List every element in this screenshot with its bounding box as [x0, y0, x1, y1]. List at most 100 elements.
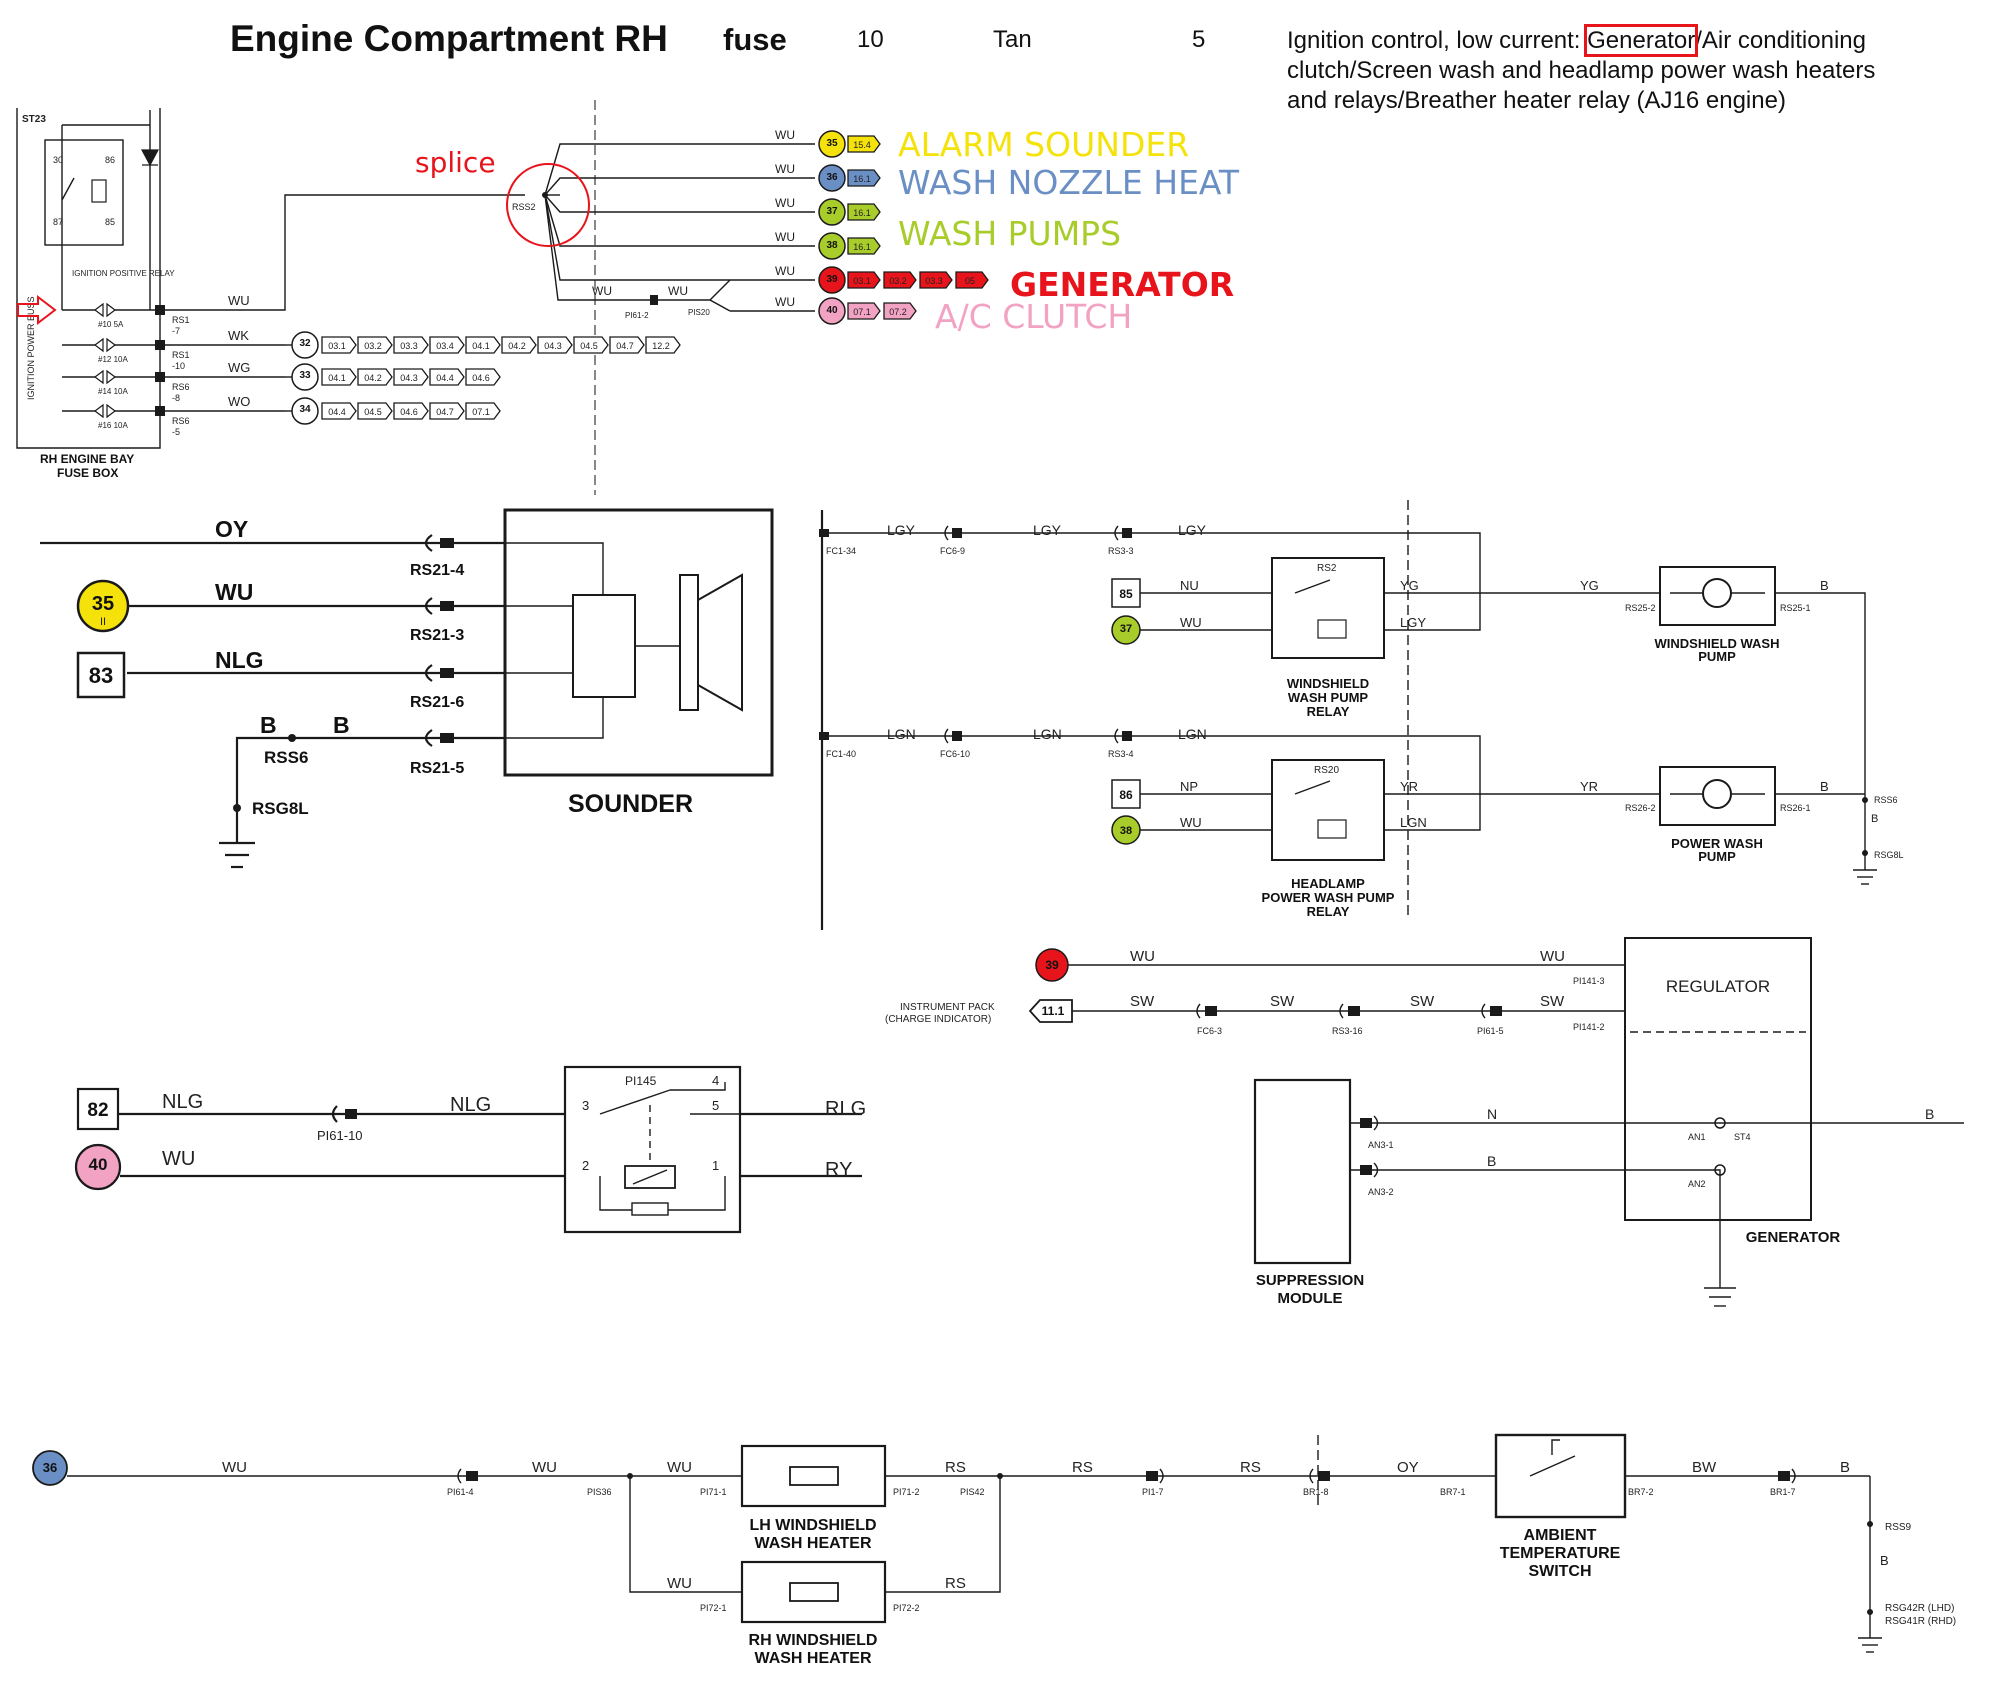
heat-wu-3: WU: [667, 1459, 692, 1476]
branch-wire-label: WU: [775, 264, 795, 278]
suppression-module-box: [1253, 1078, 1352, 1265]
wash-pump-section: LGY LGY LGY LGN LGN LGN FC1-34 FC6-9 RS3…: [819, 500, 1904, 930]
rsg42r-label: RSG42R (LHD): [1885, 1603, 1954, 1614]
splice-annotation: splice: [415, 146, 496, 179]
page-ref-tag: [537, 336, 573, 354]
heater-element-icon: [789, 1582, 839, 1602]
pi1-7-label: PI1-7: [1142, 1487, 1164, 1497]
branch-circle-label: 35: [826, 138, 838, 149]
page-ref-label: 04.1: [328, 373, 346, 383]
relay1-title-3: RELAY: [1307, 704, 1350, 719]
page-ref-tag: [501, 336, 537, 354]
rsg41r-label: RSG41R (RHD): [1885, 1616, 1956, 1627]
desc-line2: clutch/Screen wash and headlamp power wa…: [1287, 57, 1876, 84]
fuse-icon: [94, 403, 116, 419]
fc6-9-label: FC6-9: [940, 546, 965, 556]
page-ref-label: 03.3: [925, 276, 943, 286]
input-box-85: [1111, 578, 1141, 608]
relay2-lgn: LGN: [1400, 815, 1427, 830]
input-box-86-label: 86: [1119, 788, 1133, 802]
rh-heater-label-2: WASH HEATER: [754, 1650, 871, 1667]
fusebox-label-line2: FUSE BOX: [57, 466, 118, 480]
input-circle-40: [74, 1143, 122, 1191]
page-ref-label: 04.2: [364, 373, 382, 383]
relay-coil-icon: [91, 179, 107, 203]
lh-heater-label-2: WASH HEATER: [754, 1535, 871, 1552]
page-ref-label: 16.1: [853, 208, 871, 218]
ac-pin-2: 2: [582, 1158, 589, 1173]
page-ref-tag: [465, 336, 501, 354]
generator-box: [1624, 937, 1812, 1221]
fc6-10-label: FC6-10: [940, 749, 970, 759]
wire-oy: OY: [215, 516, 248, 542]
lgn-2: LGN: [1033, 726, 1062, 742]
switch-label-3: SWITCH: [1528, 1563, 1591, 1580]
fuse-connector-pin: -7: [172, 326, 180, 336]
rs25-1-label: RS25-1: [1780, 603, 1811, 613]
heat-rs-1: RS: [945, 1459, 966, 1476]
wu-ac: WU: [162, 1148, 195, 1170]
page-ref-label: 05: [965, 276, 975, 286]
input-circle-38-label: 38: [1120, 825, 1132, 837]
sounder-section: OY WU NLG B B RSS6 RSG8L RS21-4 RS21-3 R…: [40, 508, 774, 869]
annotations: splice ALARM SOUNDER WASH NOZZLE HEAT WA…: [415, 125, 1240, 336]
page-ref-label: 04.3: [400, 373, 418, 383]
page-ref-tag: [609, 336, 645, 354]
diode-icon: [141, 149, 159, 167]
relay2-wu: WU: [1180, 815, 1202, 830]
br1-7-label: BR1-7: [1770, 1487, 1796, 1497]
st4-label: ST4: [1734, 1132, 1751, 1142]
windshield-wash-pump-box: [1659, 566, 1776, 626]
branch-circle-label: 39: [826, 274, 838, 285]
b-label-right: B: [1925, 1106, 1934, 1122]
instrument-ref-label: 11.1: [1042, 1004, 1065, 1018]
pi-wire-label: WU: [668, 284, 688, 298]
wire-wu: WU: [215, 579, 253, 605]
rh-heater-label-1: RH WINDSHIELD: [749, 1632, 878, 1649]
page-ref-tag: [429, 368, 465, 386]
page-ref-label: 07.1: [853, 307, 871, 317]
pi61-2-label: PI61-2: [625, 311, 649, 320]
page-ref-label: 12.2: [652, 341, 670, 351]
fuse-icon: [94, 302, 116, 318]
ground-icon: [1704, 1283, 1736, 1307]
lgn-wire: [822, 735, 1481, 831]
page-ref-tag: [465, 402, 501, 420]
page-ref-tag: [847, 135, 881, 153]
relay-pin-85: 85: [105, 217, 115, 227]
pis20-label: PIS20: [688, 308, 710, 317]
rss6-splice-dot: [288, 734, 296, 742]
rs26-2-label: RS26-2: [1625, 803, 1656, 813]
pi61-5-label: PI61-5: [1477, 1026, 1504, 1036]
page-ref-label: 07.1: [472, 407, 490, 417]
pi61-10-label: PI61-10: [317, 1128, 363, 1143]
speaker-cone-icon: [697, 573, 743, 712]
pis42-label: PIS42: [960, 1487, 985, 1497]
fuse-rating-label: #14 10A: [98, 387, 128, 396]
sounder-body: [572, 594, 636, 698]
desc-line3: and relays/Breather heater relay (AJ16 e…: [1287, 87, 1786, 114]
lh-heater-label-1: LH WINDSHIELD: [749, 1517, 876, 1534]
page-ref-tag: [847, 271, 881, 289]
heat-rs-2: RS: [1072, 1459, 1093, 1476]
relay1-title-1: WINDSHIELD: [1287, 676, 1369, 691]
page-ref-label: 03.4: [436, 341, 454, 351]
page-title: Engine Compartment RH: [230, 18, 668, 59]
page-ref-tag: [429, 336, 465, 354]
fuse-number: 10: [857, 26, 884, 53]
relay1-wu: WU: [1180, 615, 1202, 630]
heat-rs-3: RS: [1240, 1459, 1261, 1476]
pi145-label: PI145: [625, 1074, 657, 1088]
page-ref-tag: [321, 336, 357, 354]
rs21-4-label: RS21-4: [410, 562, 464, 579]
branch-circle-label: 37: [826, 206, 838, 217]
input-circle-39-label: 39: [1045, 958, 1059, 972]
lgy-1: LGY: [887, 522, 916, 538]
rsg8l-label: RSG8L: [252, 799, 309, 818]
nlg-2: NLG: [450, 1094, 491, 1116]
ac-pin-1: 1: [712, 1158, 719, 1173]
st23-label: ST23: [22, 114, 46, 125]
speaker-icon: [679, 574, 699, 711]
b-label: B: [1487, 1153, 1496, 1169]
fuse-wire-label: WU: [228, 293, 250, 308]
